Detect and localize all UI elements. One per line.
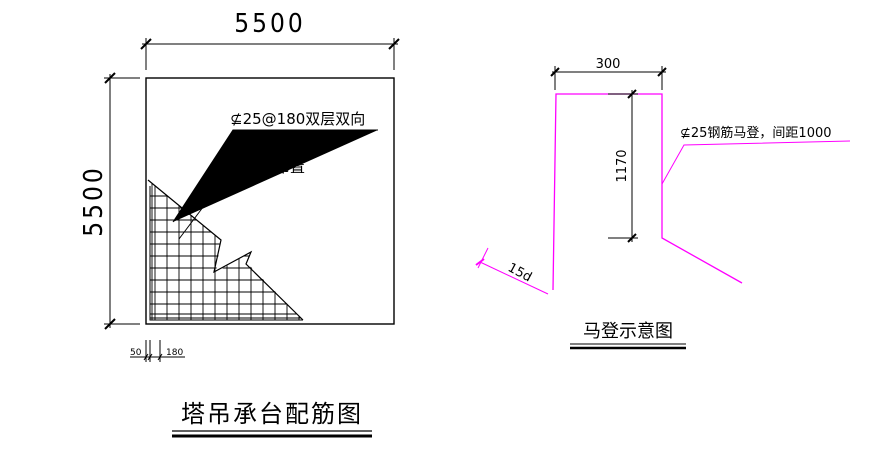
break-line (147, 179, 304, 321)
small-dimensions (130, 340, 185, 362)
arrangement-text: 梅花形布置 (230, 158, 305, 176)
rebar-spec-text: ⊈25@180双层双向 (230, 110, 365, 128)
chair-height-dimension (608, 89, 638, 243)
rebar-chair-shape (552, 93, 743, 291)
hook-length-text: 15d (505, 260, 534, 285)
chair-top-dimension (550, 66, 667, 90)
chair-height-text: 1170 (615, 149, 630, 182)
chair-top-dimension-text: 300 (596, 57, 621, 72)
rebar-chair-drawing: 300 1170 15d ⊈25钢筋马登，间距1000 马登示意图 (475, 57, 851, 350)
chair-title: 马登示意图 (583, 321, 673, 342)
rebar-leaders (172, 129, 378, 240)
left-dimension-text: 5500 (79, 165, 109, 237)
top-dimension-text: 5500 (234, 9, 306, 39)
callout-leader (661, 140, 851, 185)
tie-bar-text: 拉筋 ⊈14 (230, 134, 296, 152)
chair-callout-text: ⊈25钢筋马登，间距1000 (680, 125, 832, 141)
top-dimension-line (140, 38, 400, 70)
pile-cap-outline (145, 77, 395, 325)
left-dimension-line (104, 72, 140, 330)
hook-dimension (475, 247, 549, 295)
pile-cap-drawing: 5500 5500 (79, 9, 400, 438)
small-dim-a-text: 50 (130, 348, 142, 358)
small-dim-b-text: 180 (166, 348, 183, 358)
cover-line (149, 186, 303, 321)
pile-cap-title: 塔吊承台配筋图 (181, 400, 363, 428)
